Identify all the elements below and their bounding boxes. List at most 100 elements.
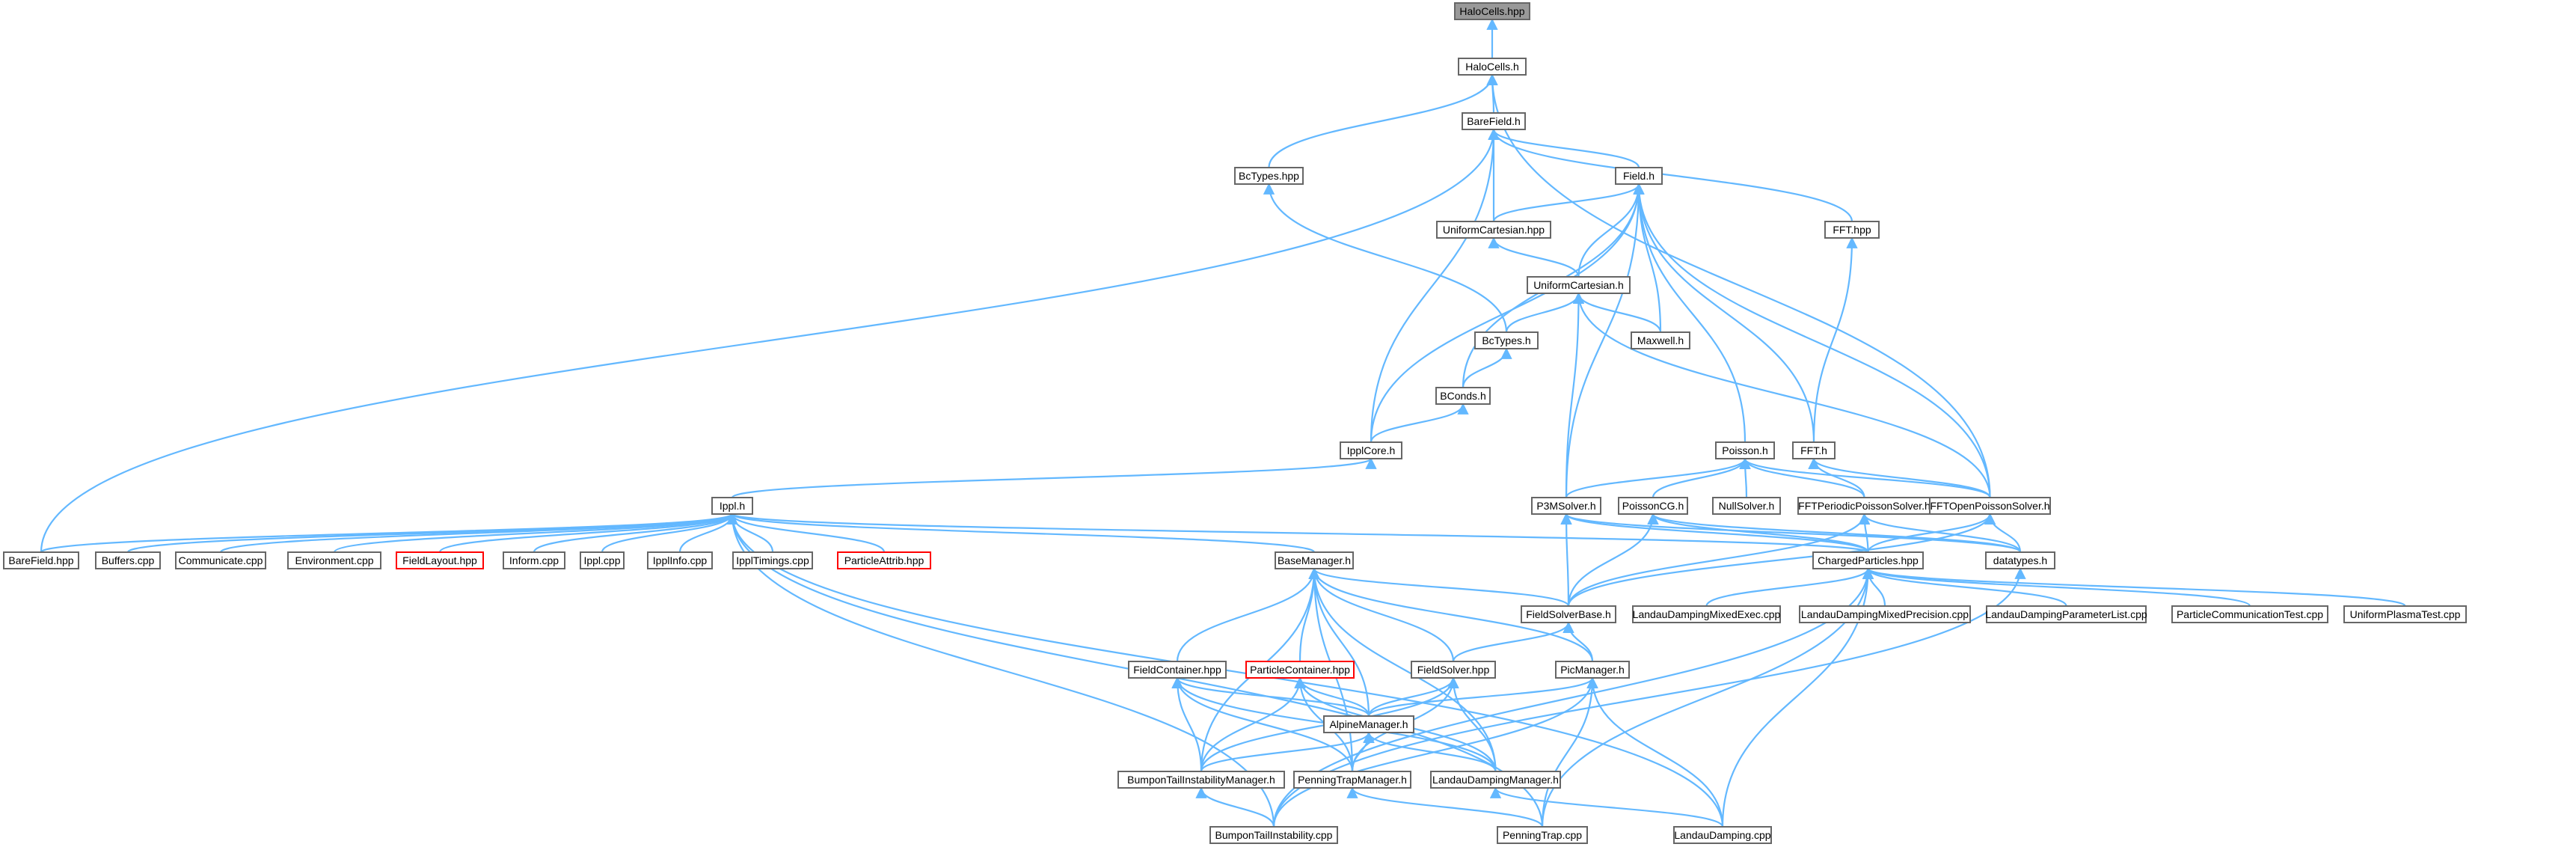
- node-layer: HaloCells.hppHaloCells.hBareField.hBcTyp…: [3, 2, 2467, 844]
- node-penningtrap-cpp[interactable]: PenningTrap.cpp: [1497, 826, 1588, 844]
- edge-chargedparticles-hpp-to-poissoncg-h: [1647, 513, 1869, 553]
- node-box: [175, 551, 266, 569]
- node-fftopenpoissonsolver-h[interactable]: FFTOpenPoissonSolver.h: [1929, 497, 2051, 515]
- node-label: Buffers.cpp: [102, 554, 155, 566]
- node-box: [837, 551, 931, 569]
- node-uniformplasmatest-cpp[interactable]: UniformPlasmaTest.cpp: [2343, 605, 2467, 623]
- node-label: AlpineManager.h: [1329, 718, 1408, 730]
- node-poisson-h[interactable]: Poisson.h: [1715, 441, 1775, 459]
- node-field-h[interactable]: Field.h: [1615, 167, 1663, 185]
- node-chargedparticles-hpp[interactable]: ChargedParticles.hpp: [1812, 551, 1924, 569]
- node-label: BareField.hpp: [8, 554, 73, 566]
- node-box: [1824, 221, 1880, 239]
- node-label: PicManager.h: [1560, 664, 1625, 676]
- node-ipplinfo-cpp[interactable]: IpplInfo.cpp: [647, 551, 713, 569]
- node-nullsolver-h[interactable]: NullSolver.h: [1712, 497, 1781, 515]
- node-fieldcontainer-hpp[interactable]: FieldContainer.hpp: [1128, 661, 1227, 679]
- edge-poissoncg-h-to-poisson-h: [1652, 457, 1751, 498]
- node-label: FieldSolverBase.h: [1526, 608, 1611, 620]
- node-bconds-h[interactable]: BConds.h: [1435, 387, 1491, 405]
- node-label: IpplTimings.cpp: [736, 554, 809, 566]
- node-label: ParticleCommunicationTest.cpp: [2177, 608, 2323, 620]
- edge-uniformplasma-cpp-to-chargedparticles-hpp: [1862, 567, 2406, 608]
- edge-fieldsolver-hpp-to-basemanager-h: [1308, 567, 1455, 662]
- node-poissoncg-h[interactable]: PoissonCG.h: [1618, 497, 1688, 515]
- node-box: [1986, 605, 2147, 623]
- edge-bumpon-cpp-to-bumpon-manager-h: [1195, 786, 1275, 828]
- node-uniformcartesian-hpp[interactable]: UniformCartesian.hpp: [1436, 221, 1551, 239]
- node-alpinemanager-h[interactable]: AlpineManager.h: [1323, 715, 1414, 733]
- node-label: FFT.hpp: [1833, 224, 1871, 236]
- node-inform-cpp[interactable]: Inform.cpp: [503, 551, 565, 569]
- node-halocells-hpp[interactable]: HaloCells.hpp: [1454, 2, 1530, 20]
- node-landaudampingparameterlist-cpp[interactable]: LandauDampingParameterList.cpp: [1985, 605, 2147, 623]
- node-label: PenningTrap.cpp: [1503, 829, 1582, 841]
- node-box: [711, 497, 753, 515]
- node-particlecommunicationtest-cpp[interactable]: ParticleCommunicationTest.cpp: [2171, 605, 2328, 623]
- node-barefield-hpp[interactable]: BareField.hpp: [3, 551, 79, 569]
- node-label: PenningTrapManager.h: [1298, 774, 1407, 786]
- node-label: LandauDampingParameterList.cpp: [1985, 608, 2147, 620]
- node-halocells-h[interactable]: HaloCells.h: [1458, 58, 1527, 76]
- node-ippl-cpp[interactable]: Ippl.cpp: [580, 551, 625, 569]
- edge-field-h-to-barefield-h: [1488, 128, 1640, 168]
- node-label: NullSolver.h: [1719, 500, 1775, 512]
- edge-landau-manager-h-to-basemanager-h: [1308, 567, 1497, 772]
- node-basemanager-h[interactable]: BaseManager.h: [1275, 551, 1354, 569]
- node-uniformcartesian-h[interactable]: UniformCartesian.h: [1527, 276, 1631, 294]
- node-box: [1497, 826, 1588, 844]
- node-label: IpplInfo.cpp: [653, 554, 708, 566]
- edge-landau-manager-h-to-fieldsolver-hpp: [1447, 676, 1497, 772]
- node-landaudampingmanager-h[interactable]: LandauDampingManager.h: [1430, 771, 1561, 789]
- node-landaudampingmixedprecision-cpp[interactable]: LandauDampingMixedPrecision.cpp: [1799, 605, 1971, 623]
- node-box: [1799, 605, 1971, 623]
- edge-fieldsolverbase-h-to-basemanager-h: [1308, 567, 1570, 607]
- node-box: [1632, 605, 1781, 623]
- edge-fieldsolverbase-h-to-fftopen-h: [1567, 513, 1996, 607]
- node-bctypes-h[interactable]: BcTypes.h: [1474, 331, 1539, 349]
- node-penningtrapmanager-h[interactable]: PenningTrapManager.h: [1293, 771, 1411, 789]
- node-label: ParticleAttrib.hpp: [844, 554, 924, 566]
- node-p3msolver-h[interactable]: P3MSolver.h: [1531, 497, 1601, 515]
- node-ipplcore-h[interactable]: IpplCore.h: [1340, 441, 1402, 459]
- edge-fftopen-h-to-fft-h: [1808, 457, 1991, 498]
- node-fft-h[interactable]: FFT.h: [1792, 441, 1836, 459]
- node-fieldsolver-hpp[interactable]: FieldSolver.hpp: [1411, 661, 1496, 679]
- edge-p3msolver-h-to-field-h: [1565, 183, 1645, 498]
- node-environment-cpp[interactable]: Environment.cpp: [287, 551, 381, 569]
- node-label: PoissonCG.h: [1622, 500, 1684, 512]
- edge-alpinemanager-h-to-fieldsolver-hpp: [1367, 676, 1459, 717]
- node-label: FieldSolver.hpp: [1417, 664, 1490, 676]
- node-label: Communicate.cpp: [179, 554, 263, 566]
- node-communicate-cpp[interactable]: Communicate.cpp: [175, 551, 266, 569]
- node-barefield-h[interactable]: BareField.h: [1462, 112, 1526, 130]
- node-landaudampingmixedexec-cpp[interactable]: LandauDampingMixedExec.cpp: [1632, 605, 1781, 623]
- node-box: [1293, 771, 1411, 789]
- node-box: [1462, 112, 1526, 130]
- node-maxwell-h[interactable]: Maxwell.h: [1631, 331, 1690, 349]
- node-ippltimings-cpp[interactable]: IpplTimings.cpp: [732, 551, 813, 569]
- edge-landau-paramlist-to-chargedparticles-hpp: [1862, 567, 2067, 607]
- node-bctypes-hpp[interactable]: BcTypes.hpp: [1234, 167, 1304, 185]
- node-fieldlayout-hpp[interactable]: FieldLayout.hpp: [396, 551, 484, 569]
- edge-environment-cpp-to-ippl-h: [333, 513, 738, 554]
- node-box: [1117, 771, 1285, 789]
- node-datatypes-h[interactable]: datatypes.h: [1985, 551, 2055, 569]
- edge-bconds-h-to-bctypes-h: [1462, 347, 1512, 388]
- node-label: LandauDamping.cpp: [1674, 829, 1770, 841]
- node-label: Environment.cpp: [295, 554, 373, 566]
- node-particleattrib-hpp[interactable]: ParticleAttrib.hpp: [837, 551, 931, 569]
- node-box: [1474, 331, 1539, 349]
- node-buffers-cpp[interactable]: Buffers.cpp: [95, 551, 161, 569]
- node-fieldsolverbase-h[interactable]: FieldSolverBase.h: [1521, 605, 1616, 623]
- node-landaudamping-cpp[interactable]: LandauDamping.cpp: [1673, 826, 1772, 844]
- node-box: [1631, 331, 1690, 349]
- node-picmanager-h[interactable]: PicManager.h: [1555, 661, 1630, 679]
- node-ippl-h[interactable]: Ippl.h: [711, 497, 753, 515]
- node-bumpontailinstabilitymanager-h[interactable]: BumponTailInstabilityManager.h: [1117, 771, 1285, 789]
- edge-chargedparticles-hpp-to-ippl-h: [727, 513, 1869, 554]
- node-fftperiodicpoissonsolver-h[interactable]: FFTPeriodicPoissonSolver.h: [1797, 497, 1931, 515]
- node-fft-hpp[interactable]: FFT.hpp: [1824, 221, 1880, 239]
- node-particlecontainer-hpp[interactable]: ParticleContainer.hpp: [1245, 661, 1355, 679]
- node-bumpontailinstability-cpp[interactable]: BumponTailInstability.cpp: [1209, 826, 1338, 844]
